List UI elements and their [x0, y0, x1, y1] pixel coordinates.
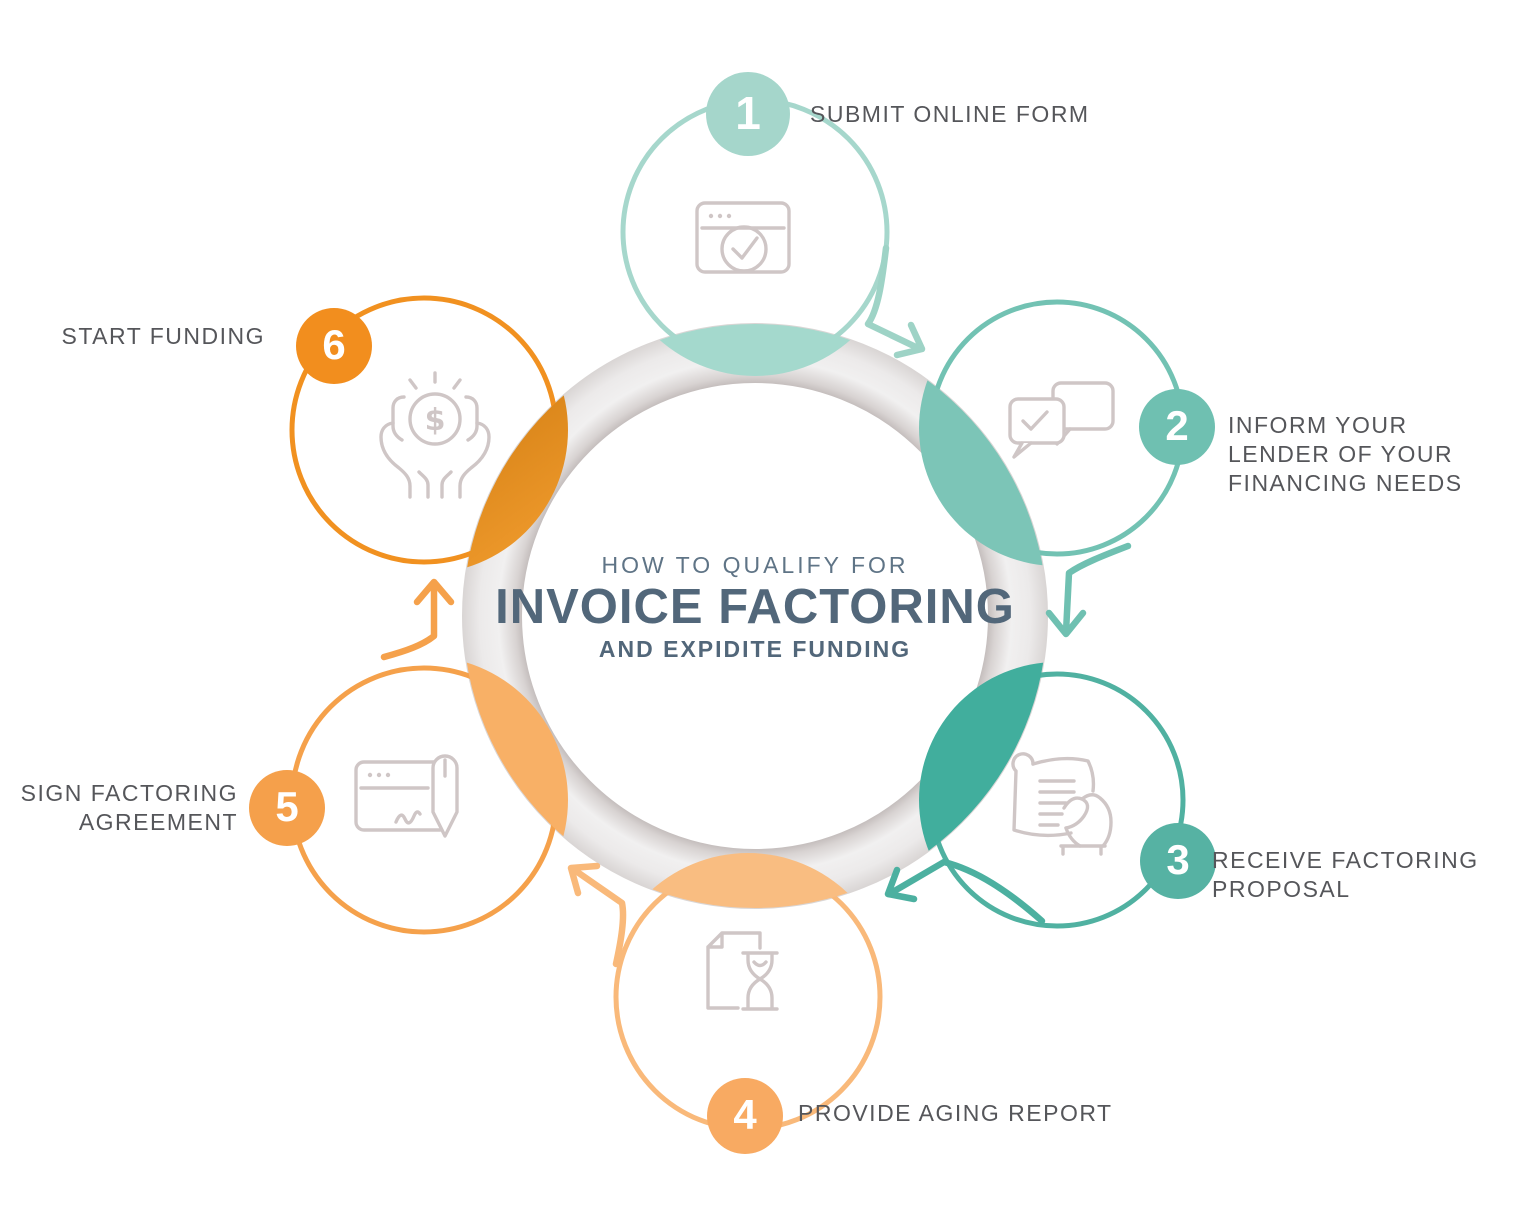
step-6-label-line: START FUNDING	[61, 323, 265, 349]
step-3-label-line: RECEIVE FACTORING	[1212, 847, 1479, 873]
step-5-label: SIGN FACTORING AGREEMENT	[21, 779, 238, 837]
center-title-block: HOW TO QUALIFY FOR INVOICE FACTORING AND…	[435, 552, 1075, 663]
step-4-badge: 4	[707, 1078, 783, 1154]
sign-agreement-icon	[354, 754, 459, 838]
step-1-label: SUBMIT ONLINE FORM	[810, 100, 1090, 129]
chat-bubbles-icon	[1008, 381, 1115, 459]
hands-money-icon: $	[379, 371, 491, 499]
arrow-1-2	[864, 244, 926, 359]
step-5-badge: 5	[249, 770, 325, 846]
step-2-label: INFORM YOUR LENDER OF YOUR FINANCING NEE…	[1228, 411, 1463, 498]
step-3-label: RECEIVE FACTORING PROPOSAL	[1212, 846, 1479, 904]
step-5-label-line: SIGN FACTORING	[20, 780, 238, 806]
center-title: INVOICE FACTORING	[495, 580, 1015, 634]
center-subtitle: AND EXPIDITE FUNDING	[598, 635, 912, 662]
step-4-number: 4	[733, 1091, 757, 1138]
step-3-label-line: PROPOSAL	[1212, 876, 1351, 902]
step-4-label-line: PROVIDE AGING REPORT	[798, 1100, 1113, 1126]
step-2-label-line: FINANCING NEEDS	[1228, 470, 1463, 496]
step-icons: $	[354, 201, 1115, 1011]
arrow-2-3	[1045, 542, 1132, 638]
step-2-label-line: LENDER OF YOUR	[1228, 441, 1454, 467]
arrow-3-4	[884, 858, 1046, 925]
step-2-label-line: INFORM YOUR	[1228, 412, 1408, 438]
document-hourglass-icon	[706, 931, 779, 1011]
step-5-number: 5	[275, 783, 299, 830]
browser-check-icon	[695, 201, 791, 274]
flow-arrows	[380, 244, 1132, 968]
step-3-petal	[919, 662, 1047, 908]
document-hand-icon	[1011, 752, 1113, 856]
step-1-label-line: SUBMIT ONLINE FORM	[810, 101, 1090, 127]
step-6-number: 6	[322, 321, 346, 368]
step-6-label: START FUNDING	[61, 322, 265, 351]
step-2-badge: 2	[1139, 389, 1215, 465]
step-3-number: 3	[1166, 836, 1190, 883]
svg-text:$: $	[425, 403, 446, 438]
step-3-badge: 3	[1140, 823, 1216, 899]
step-6-badge: 6	[296, 308, 372, 384]
step-4-label: PROVIDE AGING REPORT	[798, 1099, 1113, 1128]
step-5-label-line: AGREEMENT	[78, 809, 238, 835]
center-eyebrow: HOW TO QUALIFY FOR	[601, 552, 909, 578]
step-2-number: 2	[1165, 402, 1189, 449]
step-1-badge: 1	[706, 72, 790, 156]
step-1-number: 1	[735, 87, 761, 139]
arrow-4-5	[567, 862, 627, 968]
arrow-5-6	[380, 578, 455, 661]
